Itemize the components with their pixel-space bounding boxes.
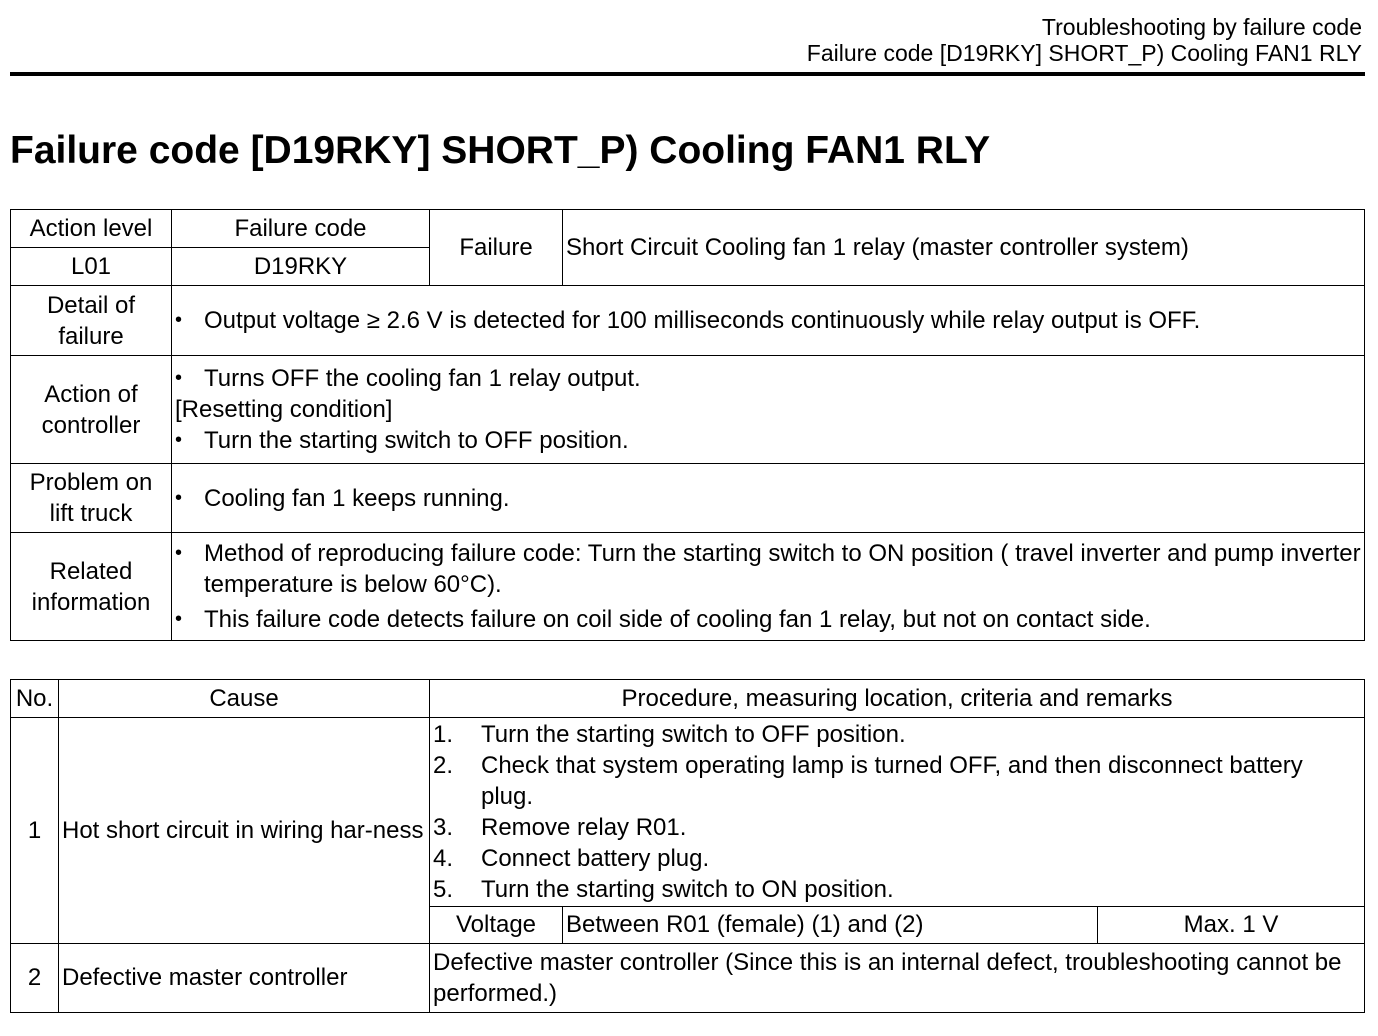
step-number: 5. [433,876,454,903]
step-number: 1. [433,721,454,748]
column-header-no: No. [10,679,59,718]
measure-location: Between R01 (female) (1) and (2) [562,906,1098,944]
action-item: Turns OFF the cooling fan 1 relay output… [175,363,1361,394]
step-text: Remove relay R01. [481,814,687,841]
header-section: Troubleshooting by failure code [1041,14,1362,40]
problem-content: Cooling fan 1 keeps running. [171,463,1365,533]
related-label-line1: Related [49,557,133,585]
procedure-step: 3. Remove relay R01. [433,812,1361,843]
row-number: 2 [10,943,59,1013]
cause-text: Hot short circuit in wiring har-ness [58,717,430,944]
action-item: Turn the starting switch to OFF position… [175,425,1361,456]
step-text: Connect battery plug. [481,845,710,872]
procedure-step: 5. Turn the starting switch to ON positio… [433,874,1361,905]
header-subsection: Failure code [D19RKY] SHORT_P) Cooling F… [806,40,1362,66]
failure-value: Short Circuit Cooling fan 1 relay (maste… [562,209,1365,286]
procedure-step: 1. Turn the starting switch to OFF positi… [433,719,1361,750]
row-number: 1 [10,717,59,944]
problem-label-line1: Problem on [29,469,153,496]
problem-item: Cooling fan 1 keeps running. [175,483,1361,514]
failure-code-value: D19RKY [171,247,430,286]
cause-procedure-table: No. Cause Procedure, measuring location,… [10,679,1365,1013]
procedure-step: 2. Check that system operating lamp is tu… [433,750,1361,812]
failure-label: Failure [429,209,563,286]
action-level-value: L01 [10,247,172,286]
column-header-cause: Cause [58,679,430,718]
procedure-steps: 1. Turn the starting switch to OFF positi… [429,717,1365,907]
step-text: Turn the starting switch to OFF position… [481,721,906,748]
procedure-text: Defective master controller (Since this … [429,943,1365,1013]
detail-label-line2: failure [58,322,124,350]
action-label: Action of controller [10,355,172,464]
measure-criteria: Max. 1 V [1097,906,1365,944]
step-number: 3. [433,814,454,841]
related-item: Method of reproducing failure code: Turn… [175,538,1361,600]
step-text: Check that system operating lamp is turn… [481,752,1303,810]
detail-content: Output voltage ≥ 2.6 V is detected for 1… [171,285,1365,356]
failure-code-label: Failure code [171,209,430,248]
procedure-step: 4. Connect battery plug. [433,843,1361,874]
related-label: Related information [10,532,172,641]
step-number: 2. [433,752,454,779]
page-title: Failure code [D19RKY] SHORT_P) Cooling F… [10,129,991,172]
action-label-line2: controller [41,411,141,439]
related-label-line2: information [31,588,151,616]
measure-item: Voltage [429,906,563,944]
step-number: 4. [433,845,454,872]
detail-label-line1: Detail of [46,291,136,319]
failure-info-table: Action level Failure code Failure Short … [10,209,1365,641]
header-rule [10,72,1365,76]
related-item: This failure code detects failure on coi… [175,604,1361,635]
running-header: Troubleshooting by failure code Failure … [807,14,1362,66]
resetting-condition-label: [Resetting condition] [175,396,393,423]
problem-label: Problem on lift truck [10,463,172,533]
action-label-line1: Action of [44,380,138,408]
action-level-label: Action level [10,209,172,248]
cause-text: Defective master controller [58,943,430,1013]
detail-item: Output voltage ≥ 2.6 V is detected for 1… [175,305,1361,336]
column-header-procedure: Procedure, measuring location, criteria … [429,679,1365,718]
action-content: Turns OFF the cooling fan 1 relay output… [171,355,1365,464]
problem-label-line2: lift truck [49,500,133,527]
related-content: Method of reproducing failure code: Turn… [171,532,1365,641]
step-text: Turn the starting switch to ON position. [481,876,894,903]
detail-label: Detail of failure [10,285,172,356]
